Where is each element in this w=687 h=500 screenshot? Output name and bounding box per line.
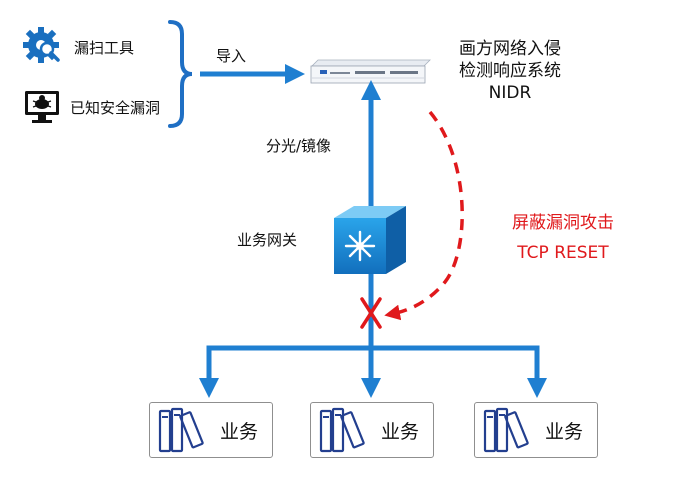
mirror-label: 分光/镜像 [266, 137, 332, 155]
nidr-title-line2: 检测响应系统 [459, 61, 561, 81]
block-x-mark [360, 297, 382, 329]
known-vulnerability-icon [25, 91, 59, 123]
gateway-cube [334, 206, 406, 274]
binder-icon [158, 407, 204, 453]
nidr-title-line1: 画方网络入侵 [459, 39, 561, 59]
business-node-right: 业务 [474, 402, 598, 458]
scan-tool-icon [23, 27, 60, 63]
binder-icon [319, 407, 365, 453]
business-label: 业务 [220, 421, 259, 443]
nidr-appliance [310, 59, 431, 84]
business-label: 业务 [545, 421, 584, 443]
binder-icon [483, 407, 529, 453]
scan-tool-label: 漏扫工具 [74, 39, 135, 57]
business-node-left: 业务 [149, 402, 273, 458]
attack-label-line2: TCP RESET [517, 243, 609, 263]
nidr-title: 画方网络入侵 检测响应系统 NIDR [440, 38, 580, 104]
tcp-reset-arrow [384, 110, 464, 321]
attack-label-line1: 屏蔽漏洞攻击 [512, 213, 614, 233]
tools-bracket [168, 20, 193, 128]
gateway-label: 业务网关 [237, 231, 298, 249]
known-vulnerability-label: 已知安全漏洞 [70, 99, 161, 117]
attack-label: 屏蔽漏洞攻击 TCP RESET [488, 208, 638, 268]
import-label: 导入 [216, 47, 247, 65]
business-node-middle: 业务 [310, 402, 434, 458]
nidr-title-line3: NIDR [488, 83, 532, 103]
business-label: 业务 [381, 421, 420, 443]
